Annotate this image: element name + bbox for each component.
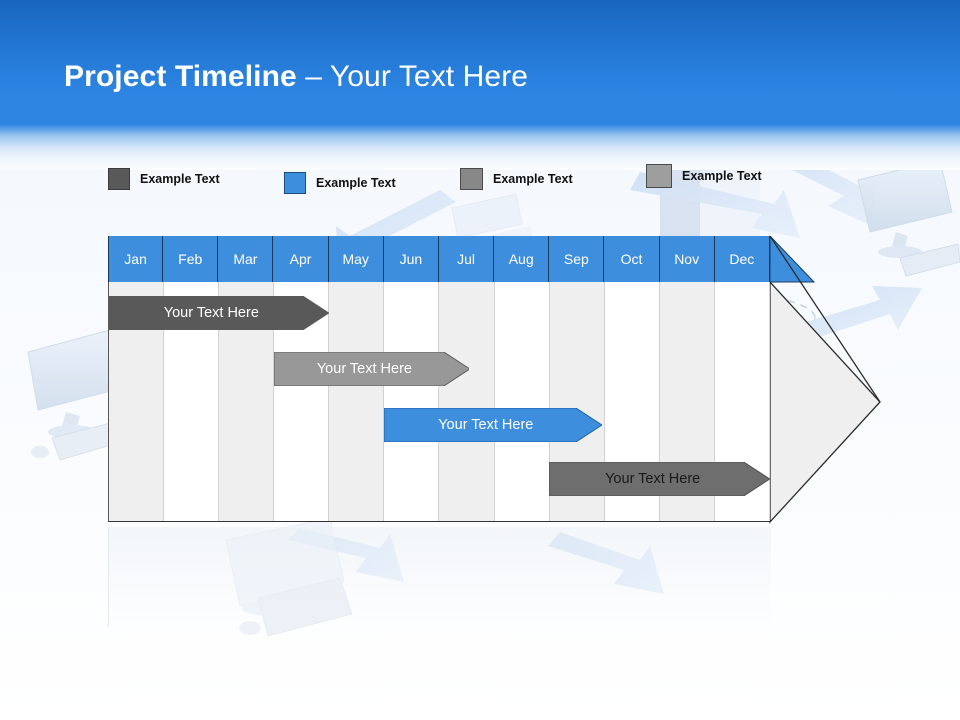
task-bar-3[interactable]: Your Text Here (383, 408, 602, 442)
month-header-jun[interactable]: Jun (383, 236, 439, 282)
grid-column-may (329, 282, 385, 521)
legend-item-4[interactable]: Example Text (646, 164, 762, 188)
legend-label-3: Example Text (493, 172, 573, 186)
legend: Example Text Example Text Example Text E… (108, 164, 808, 198)
grid-column-jun (384, 282, 440, 521)
month-header-oct[interactable]: Oct (604, 236, 660, 282)
page-title-bold: Project Timeline (64, 60, 297, 93)
legend-item-1[interactable]: Example Text (108, 168, 220, 190)
month-header-dec[interactable]: Dec (714, 236, 770, 282)
legend-label-1: Example Text (140, 172, 220, 186)
task-bar-shape-3 (383, 408, 602, 442)
legend-swatch-4 (646, 164, 672, 188)
task-bar-shape-2 (273, 352, 470, 386)
grid-column-aug (494, 282, 550, 521)
task-bar-label-4: Your Text Here (605, 471, 701, 487)
month-header-nov[interactable]: Nov (659, 236, 715, 282)
timeline-arrow-shape (769, 236, 881, 524)
legend-swatch-2 (284, 172, 306, 194)
task-bar-label-3: Your Text Here (438, 417, 534, 433)
page-title-light: – Your Text Here (296, 60, 529, 93)
month-header-apr[interactable]: Apr (273, 236, 329, 282)
month-header-sep[interactable]: Sep (549, 236, 605, 282)
task-bar-shape-4 (549, 462, 770, 496)
legend-swatch-1 (108, 168, 130, 190)
task-bar-shape-1 (108, 296, 329, 330)
month-header-may[interactable]: May (328, 236, 384, 282)
header-banner (0, 0, 960, 170)
task-bar-1[interactable]: Your Text Here (108, 296, 329, 330)
grid-column-jul (439, 282, 495, 521)
month-header-mar[interactable]: Mar (218, 236, 274, 282)
task-bar-4[interactable]: Your Text Here (549, 462, 770, 496)
task-bar-label-1: Your Text Here (163, 305, 259, 321)
chart-reflection (108, 527, 771, 627)
month-header-jul[interactable]: Jul (438, 236, 495, 282)
legend-item-2[interactable]: Example Text (284, 172, 396, 194)
month-header-aug[interactable]: Aug (494, 236, 550, 282)
month-header-feb[interactable]: Feb (163, 236, 219, 282)
month-header-jan[interactable]: Jan (108, 236, 164, 282)
legend-label-2: Example Text (316, 176, 396, 190)
page-title: Project Timeline – Your Text Here (64, 58, 528, 96)
task-bar-label-2: Your Text Here (316, 361, 412, 377)
task-bar-2[interactable]: Your Text Here (273, 352, 470, 386)
legend-label-4: Example Text (682, 169, 762, 183)
legend-item-3[interactable]: Example Text (460, 168, 573, 190)
legend-swatch-3 (460, 168, 483, 190)
